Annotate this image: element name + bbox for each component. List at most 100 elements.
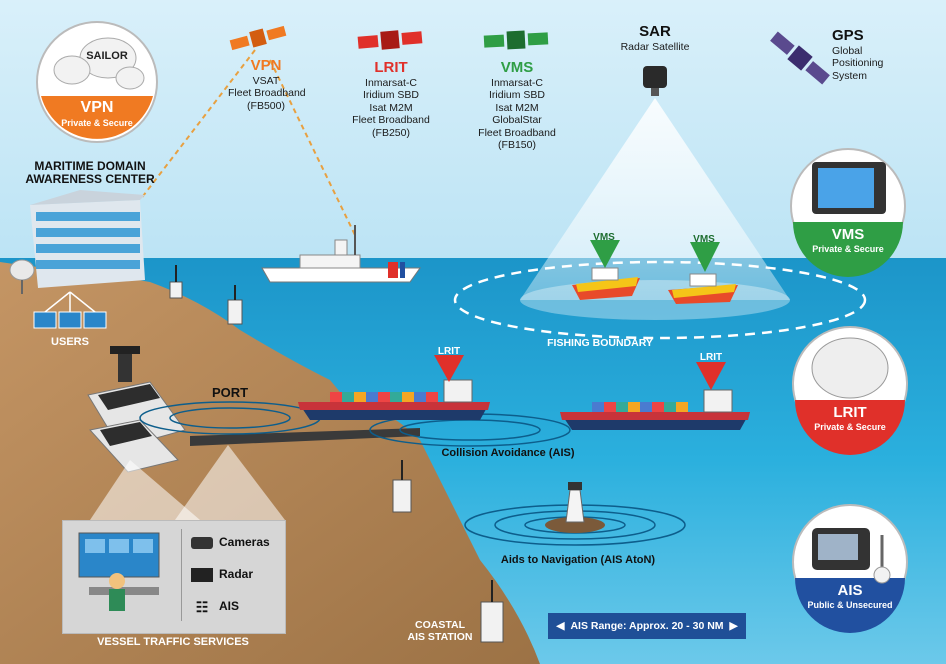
ais-range-bar: ◀ AIS Range: Approx. 20 - 30 NM ▶ bbox=[548, 613, 746, 639]
vts-item-ais: ☷ AIS bbox=[191, 599, 239, 614]
vms-line: Fleet Broadband bbox=[478, 126, 556, 139]
lrit-satellite-icon bbox=[357, 30, 423, 50]
lrit-line: Isat M2M bbox=[369, 101, 413, 114]
vts-item-label: Cameras bbox=[219, 535, 270, 549]
fishing-boat-1 bbox=[572, 267, 640, 300]
vpn-line: VSAT bbox=[252, 74, 280, 87]
sar-satellite-icon bbox=[643, 66, 667, 96]
satellite-links bbox=[139, 49, 356, 236]
radar-icon bbox=[191, 567, 213, 582]
vms-satellite-icon bbox=[483, 30, 549, 50]
vpn-sat-lines: VSAT Fleet Broadband (FB500) bbox=[228, 74, 306, 113]
lrit-sat-label: LRIT Inmarsat-C Iridium SBD Isat M2M Fle… bbox=[345, 59, 437, 140]
vts-cone-left bbox=[90, 460, 200, 520]
lrit-badge-subtitle: Private & Secure bbox=[814, 422, 886, 432]
fishing-boundary-label: FISHING BOUNDARY bbox=[547, 337, 653, 349]
coastal-towers bbox=[169, 281, 504, 643]
vpn-badge bbox=[36, 21, 158, 143]
lrit-marker-label: LRIT bbox=[437, 346, 461, 357]
lrit-line: Iridium SBD bbox=[362, 89, 419, 101]
vms-marker-label-2: VMS bbox=[693, 234, 715, 245]
lighthouse-icon bbox=[545, 482, 605, 533]
vts-cone-right bbox=[175, 445, 285, 520]
gps-satellite-icon bbox=[770, 31, 830, 85]
vpn-badge-subtitle: Private & Secure bbox=[61, 118, 133, 128]
ais-badge-subtitle: Public & Unsecured bbox=[807, 600, 893, 610]
vts-item-radar: Radar bbox=[191, 567, 253, 582]
sar-sat-lines: Radar Satellite bbox=[615, 41, 695, 54]
cargo-ship-1 bbox=[298, 379, 490, 420]
tower-antennas bbox=[175, 265, 493, 602]
gps-sat-lines: Global Positioning System bbox=[832, 45, 902, 83]
ais-badge-title: AIS bbox=[837, 582, 863, 599]
collision-avoidance-label: Collision Avoidance (AIS) bbox=[441, 447, 575, 459]
vms-line: Inmarsat-C bbox=[491, 76, 543, 89]
dish-icon bbox=[9, 259, 35, 294]
ais-range-label: AIS Range: Approx. 20 - 30 NM bbox=[570, 620, 724, 632]
arrow-right-icon: ▶ bbox=[729, 620, 738, 632]
lrit-sat-lines: Inmarsat-C Iridium SBD Isat M2M Fleet Br… bbox=[345, 77, 437, 140]
lrit-line: (FB250) bbox=[372, 126, 410, 139]
mda-center-line: MARITIME DOMAIN bbox=[34, 159, 146, 173]
vms-line: GlobalStar bbox=[492, 114, 542, 126]
mda-center-line: AWARENESS CENTER bbox=[25, 172, 155, 187]
vts-item-label: Radar bbox=[219, 567, 254, 581]
sar-footprint bbox=[520, 280, 790, 320]
vts-item-label: AIS bbox=[219, 599, 240, 613]
vms-line: Iridium SBD bbox=[488, 89, 545, 101]
coastal-station-line: COASTAL bbox=[415, 619, 465, 631]
vpn-line: (FB500) bbox=[247, 99, 285, 112]
coast-guard-ship bbox=[261, 225, 421, 283]
gps-sat-label: GPS Global Positioning System bbox=[832, 27, 902, 83]
vms-badge-title: VMS bbox=[831, 226, 865, 243]
sar-sat-title: SAR bbox=[639, 23, 671, 40]
sailor-brand-label: SAILOR bbox=[86, 50, 128, 62]
ais-badge bbox=[792, 504, 908, 633]
mda-center-label: MARITIME DOMAIN AWARENESS CENTER bbox=[20, 159, 160, 187]
sar-line: Radar Satellite bbox=[620, 40, 690, 53]
lrit-marker-icon bbox=[434, 355, 464, 382]
vpn-satellite-icon bbox=[229, 25, 287, 51]
vpn-sat-title: VPN bbox=[250, 57, 282, 74]
coastal-station-line: AIS STATION bbox=[407, 630, 473, 643]
vessel-traffic-services-label: VESSEL TRAFFIC SERVICES bbox=[97, 636, 249, 648]
vpn-line: Fleet Broadband bbox=[228, 87, 306, 99]
gps-line: Positioning bbox=[832, 57, 884, 69]
pier bbox=[190, 428, 420, 446]
vts-item-cameras: Cameras bbox=[191, 535, 270, 549]
sar-beam bbox=[520, 98, 790, 300]
lrit-badge bbox=[792, 326, 908, 455]
gps-line: System bbox=[832, 69, 868, 82]
vms-marker-icon bbox=[590, 240, 620, 268]
coastal-station-label: COASTAL AIS STATION bbox=[400, 619, 480, 643]
lrit-line: Fleet Broadband bbox=[352, 114, 430, 126]
camera-icon bbox=[191, 536, 213, 549]
port-building bbox=[87, 381, 186, 473]
lrit-marker-label-2: LRIT bbox=[699, 352, 723, 363]
gps-sat-title: GPS bbox=[832, 27, 864, 44]
aids-navigation-label: Aids to Navigation (AIS AtoN) bbox=[500, 554, 656, 566]
vms-sat-title: VMS bbox=[500, 59, 534, 76]
vts-operator-illustration bbox=[78, 532, 160, 611]
vms-line: Isat M2M bbox=[495, 101, 539, 114]
users-label: USERS bbox=[51, 336, 89, 348]
fishing-boundary-line bbox=[453, 260, 867, 340]
lrit-badge-title: LRIT bbox=[833, 404, 867, 421]
lrit-marker-icon-2 bbox=[696, 362, 726, 390]
vms-marker-label: VMS bbox=[593, 232, 615, 243]
port-label: PORT bbox=[211, 385, 249, 400]
vms-line: (FB150) bbox=[498, 139, 536, 151]
vessel-traffic-services-panel: Cameras Radar ☷ AIS bbox=[62, 520, 286, 634]
vms-badge-subtitle: Private & Secure bbox=[812, 244, 884, 254]
sar-sat-label: SAR Radar Satellite bbox=[615, 23, 695, 54]
vpn-sat-label: VPN VSAT Fleet Broadband (FB500) bbox=[228, 57, 306, 113]
vms-marker-icon-2 bbox=[690, 242, 720, 272]
lrit-sat-title: LRIT bbox=[374, 59, 408, 76]
arrow-left-icon: ◀ bbox=[556, 620, 565, 632]
radar-tower-icon bbox=[110, 346, 140, 382]
ais-antenna-icon: ☷ bbox=[195, 598, 209, 615]
mda-building bbox=[30, 190, 145, 288]
fishing-boat-2 bbox=[668, 273, 738, 304]
gps-line: Global bbox=[832, 44, 863, 57]
